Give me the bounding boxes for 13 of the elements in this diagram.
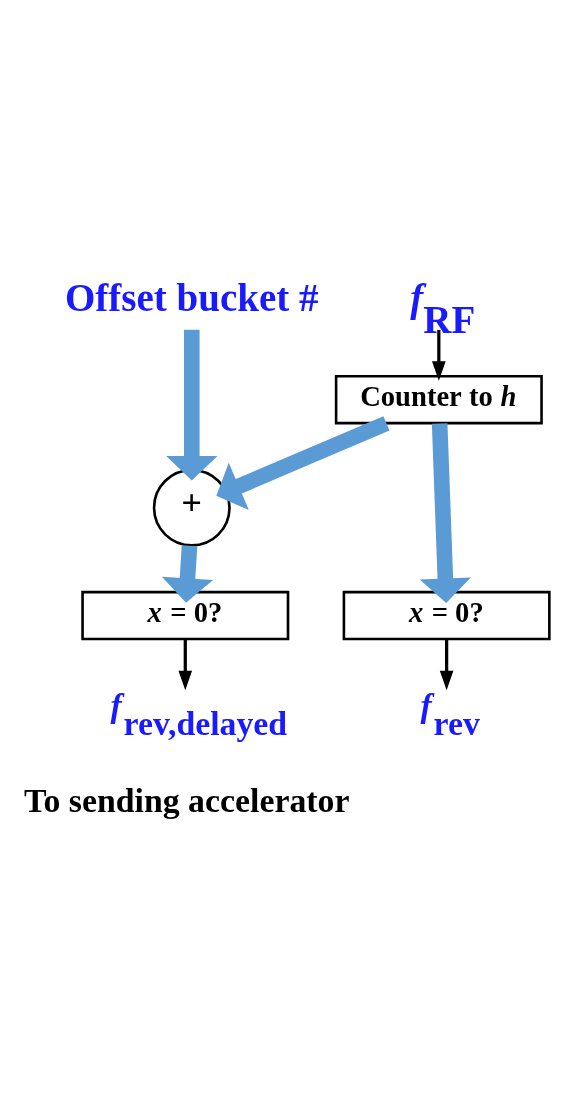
node-box: x = 0? bbox=[81, 590, 290, 641]
arrow bbox=[419, 423, 471, 603]
arrow bbox=[439, 639, 454, 691]
arrow bbox=[432, 329, 446, 381]
node-circle: + bbox=[152, 468, 231, 547]
node-box: Counter to h bbox=[334, 375, 543, 425]
node-box: x = 0? bbox=[342, 590, 551, 641]
arrow bbox=[216, 416, 390, 510]
node-text: Offset bucket # bbox=[65, 276, 319, 320]
arrow bbox=[166, 329, 218, 481]
label: To sending accelerator bbox=[24, 781, 350, 819]
arrow bbox=[161, 545, 214, 603]
arrow bbox=[178, 639, 193, 691]
